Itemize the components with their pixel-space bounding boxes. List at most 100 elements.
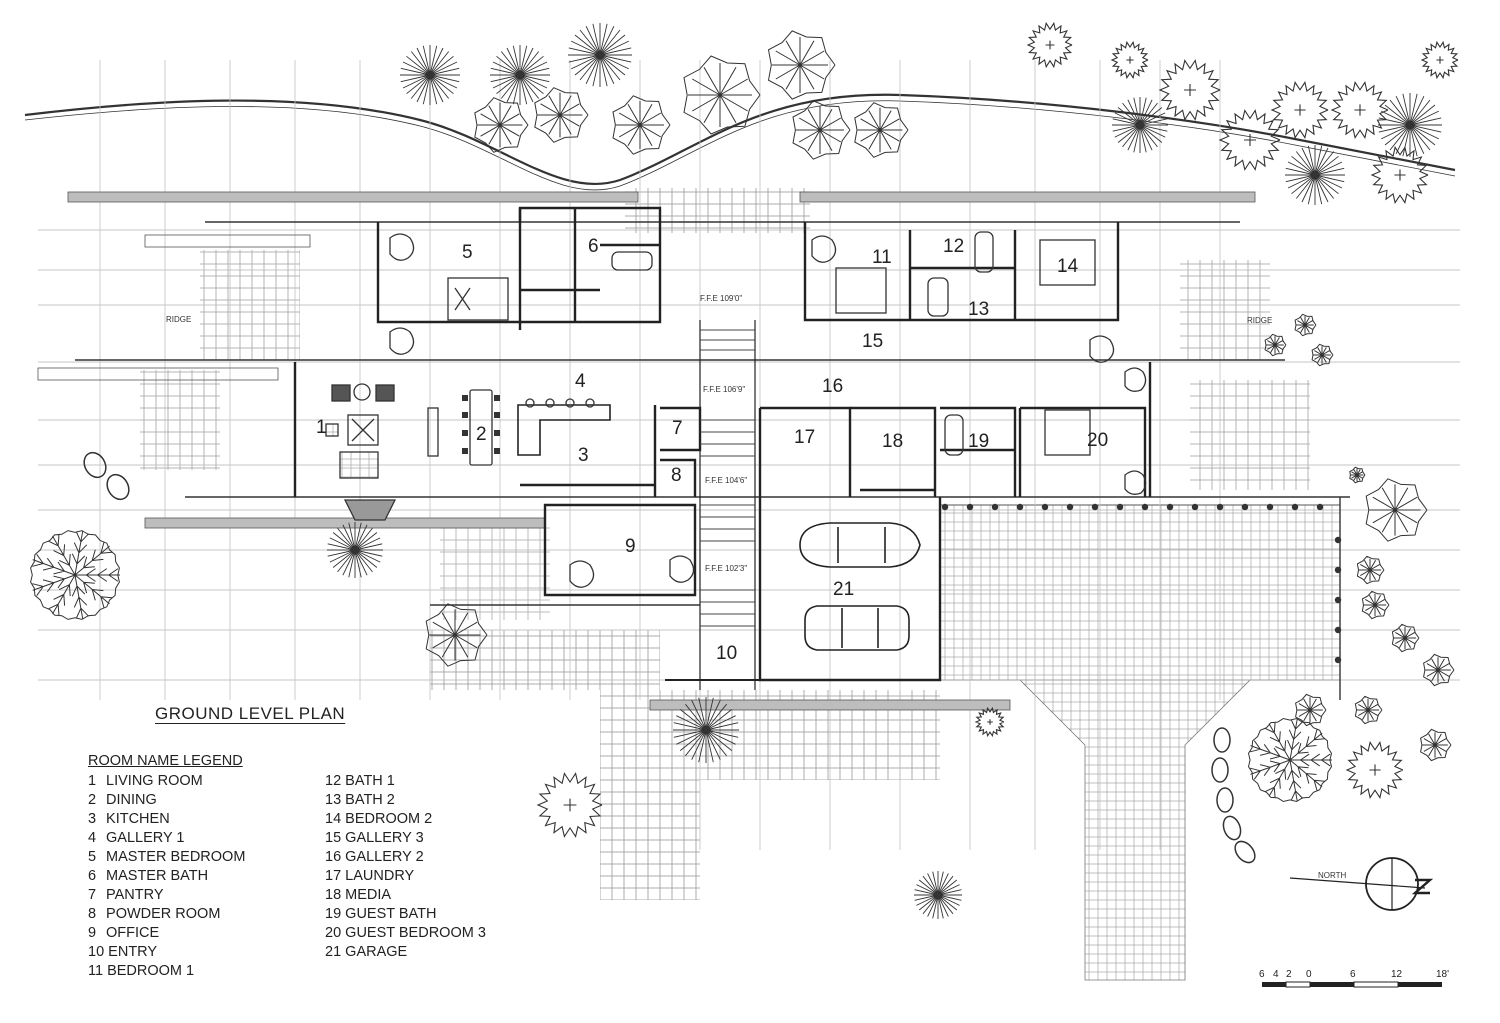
legend-item: 20 GUEST BEDROOM 3 (325, 924, 486, 943)
tree-symbol (1218, 109, 1281, 171)
ffe-label-1: F.F.E 109'0" (700, 294, 742, 303)
legend-item-name: GALLERY 1 (106, 830, 185, 846)
legend-item-number: 12 (325, 773, 342, 789)
tree-symbol (1285, 145, 1345, 205)
tree-symbol (974, 706, 1005, 738)
scale-label-12: 12 (1391, 969, 1403, 980)
room-number-15: 15 (862, 331, 883, 352)
legend-item-number: 17 (325, 868, 342, 884)
legend-item-number: 14 (325, 811, 342, 827)
tree-symbol (854, 102, 909, 158)
stairs (700, 329, 755, 627)
legend-item-name: POWDER ROOM (106, 906, 221, 922)
tree-symbol (534, 87, 589, 143)
legend-item: 13 BATH 2 (325, 791, 486, 810)
tree-symbol (792, 100, 851, 160)
legend-item-number: 11 (88, 963, 104, 979)
stepping-stones (83, 451, 1256, 864)
legend-item: 8 POWDER ROOM (88, 905, 245, 924)
scale-label-2: 2 (1286, 969, 1292, 980)
legend-item: 16 GALLERY 2 (325, 848, 486, 867)
tree-symbol (1423, 653, 1455, 687)
room-number-1: 1 (316, 417, 327, 438)
legend-item-number: 2 (88, 792, 97, 808)
legend-item: 14 BEDROOM 2 (325, 810, 486, 829)
tree-symbol (1110, 40, 1149, 80)
legend-item: 2 DINING (88, 791, 245, 810)
tree-symbol (1112, 97, 1168, 153)
tree-symbol (673, 697, 739, 763)
tree-symbol (1264, 333, 1287, 357)
ffe-label-4: F.F.E 102'3" (705, 564, 747, 573)
tree-symbol (568, 23, 632, 87)
legend-item-name: LIVING ROOM (106, 773, 203, 789)
room-number-2: 2 (476, 424, 487, 445)
tree-symbol (1365, 478, 1428, 542)
tree-symbol (1361, 590, 1390, 620)
structural-grid (38, 60, 1460, 850)
legend-item-name: BATH 1 (345, 773, 395, 789)
legend-item-name: DINING (106, 792, 157, 808)
legend-item: 12 BATH 1 (325, 772, 486, 791)
room-number-3: 3 (578, 445, 589, 466)
room-number-9: 9 (625, 536, 636, 557)
tree-symbol (1356, 555, 1385, 585)
tree-symbol (1420, 40, 1459, 80)
furniture (325, 231, 1147, 588)
legend-item-name: BEDROOM 1 (107, 963, 195, 979)
legend-item: 9 OFFICE (88, 924, 245, 943)
tree-symbol (1330, 81, 1389, 139)
room-number-16: 16 (822, 376, 843, 397)
tree-symbol (612, 95, 671, 155)
legend-item-number: 1 (88, 773, 97, 789)
scale-label-6b: 6 (1350, 969, 1356, 980)
legend-item-name: MASTER BEDROOM (106, 849, 246, 865)
tree-symbol (1391, 623, 1420, 653)
legend-item-name: PANTRY (106, 887, 164, 903)
tree-symbol (1294, 313, 1317, 337)
legend-item: 3 KITCHEN (88, 810, 245, 829)
room-number-13: 13 (968, 299, 989, 320)
legend-item-name: KITCHEN (106, 811, 170, 827)
tree-symbol (1026, 21, 1073, 69)
room-numbers: 1 2 3 4 5 6 7 8 9 10 11 12 13 14 15 16 1… (316, 236, 1108, 664)
room-number-14: 14 (1057, 256, 1079, 277)
elevation-labels: F.F.E 109'0" F.F.E 106'9" F.F.E 104'6" F… (166, 294, 1272, 573)
ffe-label-3: F.F.E 104'6" (705, 476, 747, 485)
legend-item-name: GALLERY 3 (345, 830, 424, 846)
scale-label-6a: 6 (1259, 969, 1265, 980)
legend-item-number: 16 (325, 849, 342, 865)
legend-item-number: 19 (325, 906, 342, 922)
site-paving (140, 188, 1341, 981)
plan-title: GROUND LEVEL PLAN (155, 704, 346, 723)
ridge-label-right: RIDGE (1247, 316, 1272, 325)
legend-item-number: 15 (325, 830, 342, 846)
columns (941, 503, 1342, 664)
garage-cars (799, 522, 921, 651)
tree-symbol (1247, 717, 1333, 803)
legend-item-name: LAUNDRY (345, 868, 415, 884)
room-number-8: 8 (671, 465, 682, 486)
room-number-6: 6 (588, 236, 599, 257)
tree-symbol (474, 97, 529, 153)
tree-symbol (767, 30, 836, 100)
legend-item: 11 BEDROOM 1 (88, 962, 245, 981)
room-number-17: 17 (794, 427, 815, 448)
legend-item-number: 21 (325, 944, 342, 960)
tree-symbol (1158, 59, 1221, 121)
legend-item-name: GARAGE (345, 944, 408, 960)
room-number-10: 10 (716, 643, 737, 664)
legend-item-number: 6 (88, 868, 97, 884)
tree-symbol (683, 55, 761, 135)
legend-item-name: OFFICE (106, 925, 160, 941)
tree-symbol (490, 45, 550, 105)
legend-item-name: GALLERY 2 (345, 849, 424, 865)
tree-symbol (1345, 741, 1404, 799)
legend-item: 19 GUEST BATH (325, 905, 486, 924)
legend-item: 18 MEDIA (325, 886, 486, 905)
tree-symbol (1354, 695, 1383, 725)
legend-item-number: 4 (88, 830, 97, 846)
room-number-7: 7 (672, 418, 683, 439)
